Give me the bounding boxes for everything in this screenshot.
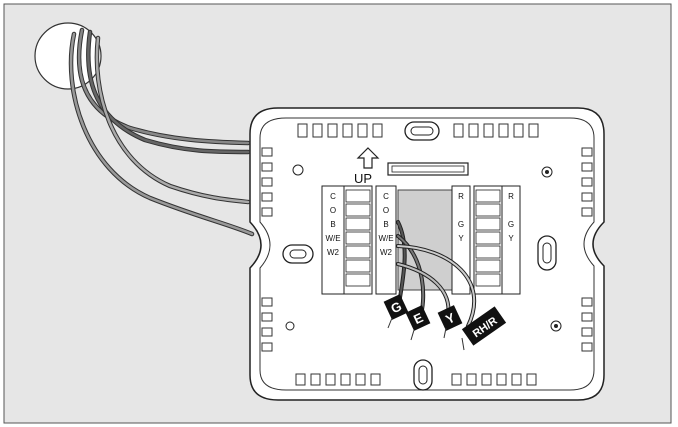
left-terminal-block [321,185,373,295]
terminal-label: O [330,206,336,215]
terminal-label: W/E [325,234,340,243]
bottom-vents [295,373,537,386]
right-terminal-labels: R G Y [508,192,514,243]
terminal-label: W2 [380,248,393,257]
screw-hole-bottom-right [550,320,562,332]
top-mount-slot [404,121,440,141]
left-mount-slot [282,244,314,264]
top-connector [387,162,469,176]
terminal-label: Y [508,234,514,243]
terminal-label: B [383,220,388,229]
backplate-inner [259,117,595,391]
terminal-label: R [508,192,514,201]
left-terminal-labels: C O B W/E W2 [325,192,340,257]
screw-hole-top-left [292,164,304,176]
incoming-wires [68,27,255,237]
terminal-label: B [330,220,335,229]
terminal-label: C [383,192,389,201]
terminal-label: G [508,220,514,229]
stripped-wire-ends [387,317,465,351]
terminal-label: O [383,206,389,215]
center-right-terminal-labels: R G Y [458,192,464,243]
screw-hole-bottom-left [285,321,295,331]
right-mount-slot [537,235,557,271]
bottom-mount-slot [413,359,433,391]
center-left-terminal-block [375,185,397,295]
up-label: UP [354,171,372,186]
terminal-label: W2 [327,248,340,257]
terminal-label: W/E [378,234,393,243]
top-vents [297,123,539,138]
wire-tag-g: G [383,294,409,320]
up-arrow-icon [356,147,380,169]
terminal-label: R [458,192,464,201]
left-side-vents [261,147,273,352]
right-terminal-block [473,185,521,295]
terminal-label: G [458,220,464,229]
right-side-vents [581,147,593,352]
wire-tag-e: E [405,305,431,331]
screw-hole-top-right [541,166,553,178]
terminal-label: Y [458,234,464,243]
wire-tag-y: Y [437,305,463,331]
terminal-label: C [330,192,336,201]
center-left-terminal-labels: C O B W/E W2 [378,192,393,257]
wall-hole [34,22,102,90]
